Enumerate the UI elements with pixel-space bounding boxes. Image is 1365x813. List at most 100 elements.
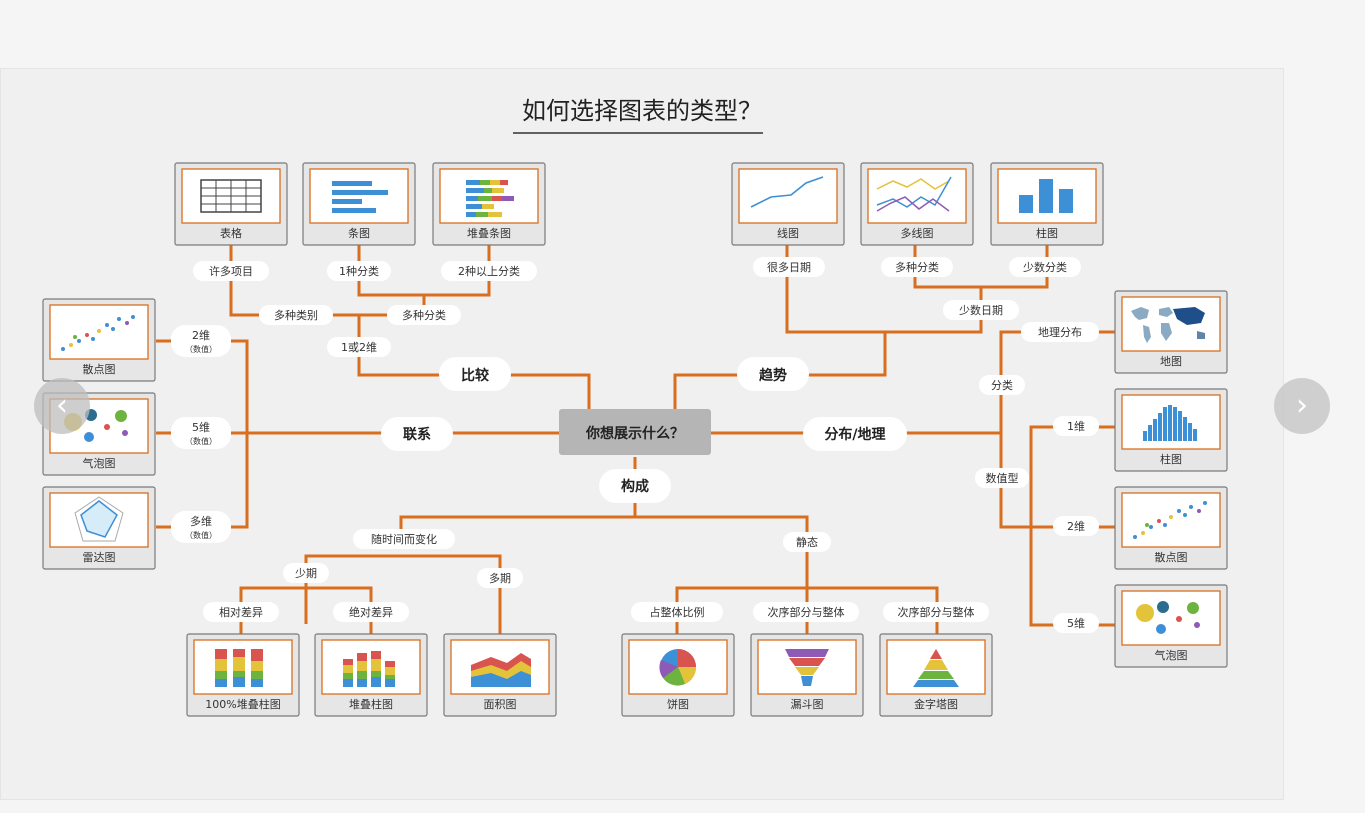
label-one-cat: 1种分类 bbox=[339, 264, 379, 278]
multi-line-chart-icon bbox=[876, 176, 952, 212]
world-map-icon bbox=[1131, 307, 1205, 343]
card-map: 地图 bbox=[1114, 290, 1228, 374]
category-compare-pill bbox=[439, 357, 511, 391]
histogram-icon bbox=[1143, 405, 1197, 441]
category-relation-pill bbox=[381, 417, 453, 451]
label-many-periods: 多期 bbox=[489, 571, 511, 585]
card-column-right: 柱图 bbox=[1114, 388, 1228, 472]
card-radar: 雷达图 bbox=[42, 486, 156, 570]
chevron-left-icon: ‹ bbox=[56, 388, 68, 423]
card-scatter-right-label: 散点图 bbox=[1155, 550, 1188, 564]
card-bubble-left-label: 气泡图 bbox=[83, 456, 116, 470]
prev-image-button[interactable]: ‹ bbox=[34, 378, 90, 434]
pyramid-chart-icon bbox=[913, 649, 959, 687]
category-trend-pill bbox=[737, 357, 809, 391]
card-pyramid-label: 金字塔图 bbox=[914, 697, 958, 711]
line-chart-icon bbox=[750, 176, 824, 208]
card-area: 面积图 bbox=[443, 633, 557, 717]
card-scatter-left: 散点图 bbox=[42, 298, 156, 382]
category-composition: 构成 bbox=[621, 478, 649, 495]
diagram-title: 如何选择图表的类型？ bbox=[522, 97, 762, 125]
next-image-button[interactable]: › bbox=[1274, 378, 1330, 434]
label-rel-5d-note: （数值） bbox=[185, 436, 217, 446]
chart-selection-diagram: 如何选择图表的类型？ 你想展示什么？ 比较 联系 趋势 分布/地理 bbox=[42, 97, 1228, 717]
center-node bbox=[559, 409, 711, 455]
label-relative-diff: 相对差异 bbox=[219, 605, 263, 619]
scatter-chart-icon bbox=[1133, 501, 1207, 539]
category-compare: 比较 bbox=[461, 367, 489, 384]
label-few-dates: 少数日期 bbox=[959, 304, 1003, 317]
label-multi-cat: 多种分类 bbox=[402, 308, 446, 322]
label-over-time: 随时间而变化 bbox=[371, 532, 437, 546]
label-absolute-diff: 绝对差异 bbox=[349, 605, 393, 619]
label-numeric: 数值型 bbox=[986, 471, 1019, 485]
card-stacked-column: 堆叠柱图 bbox=[314, 633, 428, 717]
card-map-label: 地图 bbox=[1160, 355, 1182, 368]
stacked-column-icon bbox=[343, 651, 395, 687]
pie-chart-icon bbox=[659, 649, 697, 686]
card-funnel-label: 漏斗图 bbox=[791, 698, 824, 711]
card-line: 线图 bbox=[731, 162, 845, 246]
funnel-chart-icon bbox=[785, 649, 829, 686]
column-chart-icon bbox=[1019, 179, 1073, 213]
chevron-right-icon: › bbox=[1296, 388, 1308, 423]
card-funnel: 漏斗图 bbox=[750, 633, 864, 717]
label-few-cat: 少数分类 bbox=[1023, 260, 1067, 274]
label-two-plus-cat: 2种以上分类 bbox=[458, 264, 520, 278]
scatter-chart-icon bbox=[61, 315, 135, 351]
image-viewer: 如何选择图表的类型？ 你想展示什么？ 比较 联系 趋势 分布/地理 bbox=[0, 68, 1284, 800]
card-column: 柱图 bbox=[990, 162, 1104, 246]
card-table: 表格 bbox=[174, 162, 288, 246]
stacked-bar-icon bbox=[466, 180, 514, 217]
category-trend: 趋势 bbox=[759, 367, 787, 384]
label-multi-class: 多种类别 bbox=[274, 308, 318, 322]
card-pie-label: 饼图 bbox=[667, 697, 689, 711]
category-distribution: 分布/地理 bbox=[824, 426, 885, 443]
card-stacked-column-label: 堆叠柱图 bbox=[349, 697, 393, 711]
card-pyramid: 金字塔图 bbox=[879, 633, 993, 717]
card-table-label: 表格 bbox=[220, 226, 242, 240]
center-label: 你想展示什么？ bbox=[585, 425, 684, 442]
stacked-100-column-icon bbox=[215, 649, 263, 687]
label-order-part-2: 次序部分与整体 bbox=[898, 605, 975, 619]
card-bar-label: 条图 bbox=[348, 226, 370, 240]
card-stacked-100-label: 100%堆叠柱图 bbox=[205, 697, 280, 711]
label-multi-cat-trend: 多种分类 bbox=[895, 260, 939, 274]
bubble-chart-icon bbox=[1136, 601, 1200, 634]
card-stacked-100: 100%堆叠柱图 bbox=[186, 633, 300, 717]
label-dim5: 5维 bbox=[1067, 617, 1085, 630]
label-rel-md-note: （数值） bbox=[185, 530, 217, 540]
card-column-right-label: 柱图 bbox=[1160, 452, 1182, 466]
label-order-part-1: 次序部分与整体 bbox=[768, 605, 845, 619]
branch-labels: 许多项目 1种分类 2种以上分类 多种类别 多种分类 1或2维 很多日期 多种分… bbox=[171, 257, 1099, 633]
label-one-or-two-dim: 1或2维 bbox=[341, 341, 377, 354]
label-rel-2d-note: （数值） bbox=[185, 344, 217, 354]
category-relation: 联系 bbox=[403, 426, 431, 443]
card-line-label: 线图 bbox=[777, 226, 799, 240]
label-many-dates: 很多日期 bbox=[767, 260, 811, 274]
card-bubble-right: 气泡图 bbox=[1114, 584, 1228, 668]
label-many-items: 许多项目 bbox=[209, 264, 253, 278]
radar-chart-icon bbox=[74, 496, 124, 542]
card-scatter-left-label: 散点图 bbox=[83, 362, 116, 376]
card-multi-line-label: 多线图 bbox=[901, 226, 934, 240]
card-bubble-right-label: 气泡图 bbox=[1155, 648, 1188, 662]
category-composition-pill bbox=[599, 469, 671, 503]
card-bar: 条图 bbox=[302, 162, 416, 246]
card-multi-line: 多线图 bbox=[860, 162, 974, 246]
label-geo-dist: 地理分布 bbox=[1038, 326, 1082, 339]
label-rel-md: 多维 bbox=[190, 514, 212, 528]
card-pie: 饼图 bbox=[621, 633, 735, 717]
area-chart-icon bbox=[471, 653, 531, 687]
label-few-periods: 少期 bbox=[295, 567, 317, 580]
label-rel-5d: 5维 bbox=[192, 421, 210, 434]
label-classify: 分类 bbox=[991, 378, 1013, 392]
category-distribution-pill bbox=[803, 417, 907, 451]
bar-chart-icon bbox=[332, 181, 388, 213]
label-dim1: 1维 bbox=[1067, 420, 1085, 433]
card-stacked-bar-label: 堆叠条图 bbox=[467, 226, 511, 240]
card-stacked-bar: 堆叠条图 bbox=[432, 162, 546, 246]
card-area-label: 面积图 bbox=[484, 698, 517, 711]
label-rel-2d: 2维 bbox=[192, 329, 210, 342]
label-static: 静态 bbox=[796, 535, 818, 549]
